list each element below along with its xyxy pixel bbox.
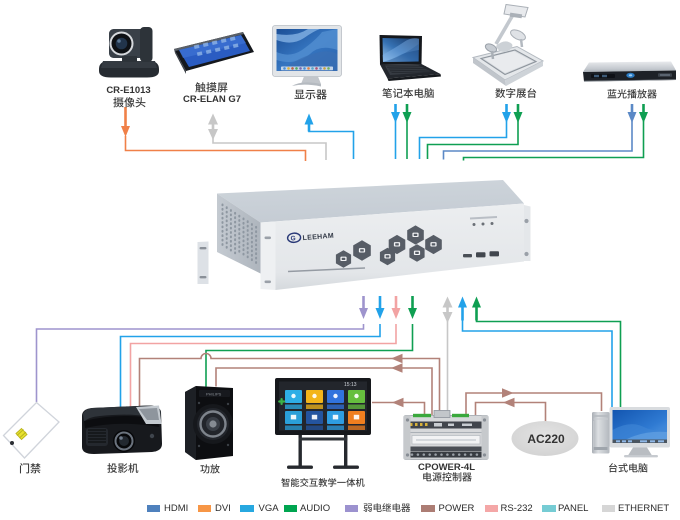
svg-text:15:13: 15:13 <box>344 382 357 388</box>
svg-text:AC220: AC220 <box>527 432 565 446</box>
svg-text:PHILIPS: PHILIPS <box>206 392 222 397</box>
svg-text:LEEHAM: LEEHAM <box>302 233 334 242</box>
svg-text:G: G <box>290 235 296 242</box>
